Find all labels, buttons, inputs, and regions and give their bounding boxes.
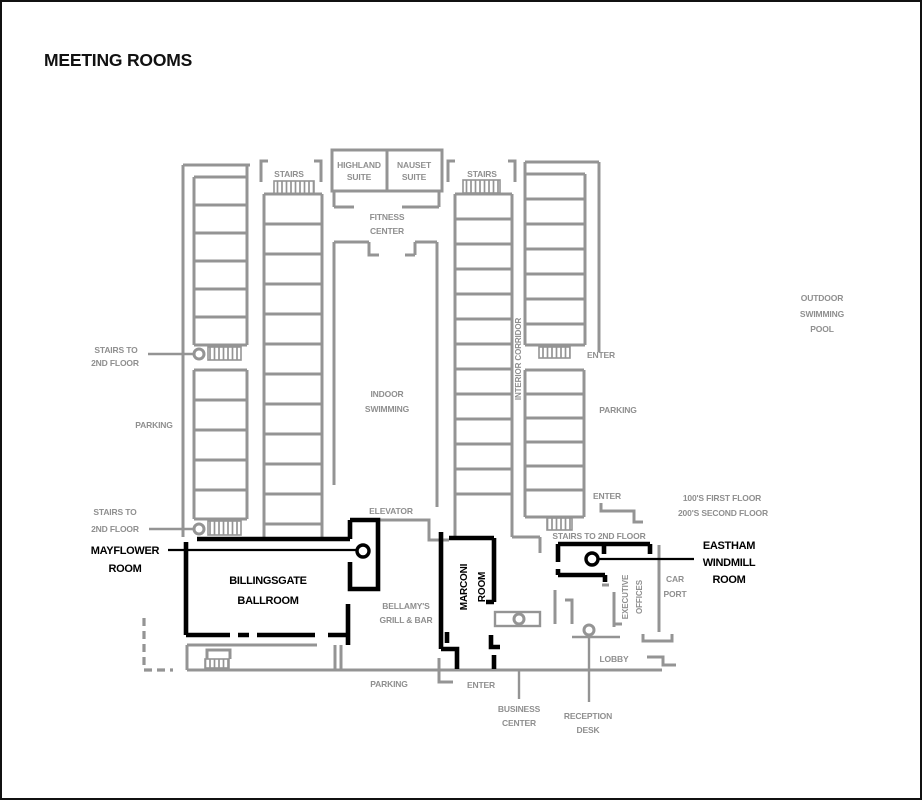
label-stairs-2nd-mid: STAIRS TO 2ND FLOOR [552,531,645,541]
label-stairs-2nd-lower: 2ND FLOOR [91,524,139,534]
label-executive-offices: EXECUTIVE [621,574,630,619]
label-floors-note: 100'S FIRST FLOOR [683,493,761,503]
page-title: MEETING ROOMS [44,50,192,70]
label-elevator: ELEVATOR [369,506,413,516]
stair-treads-west-upper [207,346,242,361]
label-stairs-2nd-upper: STAIRS TO [94,345,138,355]
elevator-shaft-walls [347,517,381,592]
label-interior-corridor: INTERIOR CORRIDOR [514,318,523,401]
label-bellamys-grill: BELLAMY'S [382,601,430,611]
stairs-right-brackets [446,159,517,182]
label-marconi-room: ROOM [477,572,488,602]
label-enter-south: ENTER [467,680,495,690]
label-eastham-windmill-room: WINDMILL [703,557,756,569]
label-stairs-right: STAIRS [467,169,497,179]
stairs-2nd-floor-leaders [148,352,194,531]
south-strip-walls [185,643,343,670]
stairs-left-ladder [262,192,324,539]
west-wall [181,163,250,537]
east-rooms-ladder-lower [523,368,586,519]
label-eastham-windmill-room: EASTHAM [703,540,755,552]
stair-treads-right-column [462,179,501,194]
label-highland-suite: SUITE [347,172,372,182]
label-lobby: LOBBY [599,654,628,664]
label-billingsgate-ballroom: BILLINGSGATE [229,575,306,587]
label-car-port: PORT [663,589,687,599]
door-circle-eastham [584,551,600,567]
stairs-left-brackets [259,159,323,182]
label-outdoor-pool: OUTDOOR [801,293,843,303]
label-stairs-2nd-upper: 2ND FLOOR [91,358,139,368]
label-eastham-windmill-room: ROOM [712,574,745,586]
door-circle-stairs-upper [192,347,206,361]
reception-desk-lines [572,635,620,702]
label-business-center: CENTER [502,718,536,728]
label-nauset-suite: SUITE [402,172,427,182]
door-circle-business-center [512,612,526,626]
label-indoor-swimming: INDOOR [370,389,403,399]
west-parking-ladder-upper [192,165,249,347]
car-port-walls [641,545,676,667]
stair-treads-east-enter [538,346,571,359]
label-executive-offices: OFFICES [635,579,644,614]
elevator-corridor-walls [379,518,449,542]
stair-treads-mid [546,517,573,531]
label-bellamys-grill: GRILL & BAR [380,615,433,625]
label-mayflower-room: ROOM [108,563,141,575]
indoor-swimming-walls [332,240,439,507]
south-entry-gray-step [437,658,453,684]
label-billingsgate-ballroom: BALLROOM [237,595,298,607]
label-enter-east: ENTER [587,350,615,360]
east-rooms-ladder-upper [523,160,601,352]
label-marconi-room: MARCONI [459,563,470,610]
label-floors-note: 200'S SECOND FLOOR [678,508,768,518]
west-parking-ladder-lower [192,368,249,521]
stair-treads-left-column [273,180,315,195]
label-nauset-suite: NAUSET [397,160,432,170]
label-fitness-center: FITNESS [370,212,405,222]
label-mayflower-room: MAYFLOWER [91,545,160,557]
door-circle-mayflower [355,543,371,559]
label-stairs-2nd-lower: STAIRS TO [93,507,137,517]
eastham-windmill-room-walls [555,541,653,582]
label-parking-south: PARKING [370,679,408,689]
label-highland-suite: HIGHLAND [337,160,381,170]
label-fitness-center: CENTER [370,226,404,236]
label-reception-desk: RECEPTION [564,711,612,721]
label-stairs-left: STAIRS [274,169,304,179]
stair-treads-west-lower [207,520,242,536]
southeast-entry-path [599,503,643,524]
billingsgate-ballroom-walls [183,520,353,645]
label-car-port: CAR [666,574,684,584]
door-circle-stairs-lower [192,522,206,536]
door-circle-reception [582,623,596,637]
label-outdoor-pool: POOL [810,324,834,334]
lobby-walls [553,583,622,627]
label-business-center: BUSINESS [498,704,541,714]
fitness-center-walls [332,191,441,209]
label-indoor-swimming: SWIMMING [365,404,410,414]
center-rooms-ladder [453,192,542,553]
business-center-desk [493,610,542,628]
label-outdoor-pool: SWIMMING [800,309,845,319]
marconi-room-walls [438,532,500,669]
label-parking-east: PARKING [599,405,637,415]
label-enter-southeast: ENTER [593,491,621,501]
stair-treads-south [204,658,230,669]
label-reception-desk: DESK [576,725,600,735]
label-parking-west: PARKING [135,420,173,430]
property-line-dashed [142,618,173,672]
